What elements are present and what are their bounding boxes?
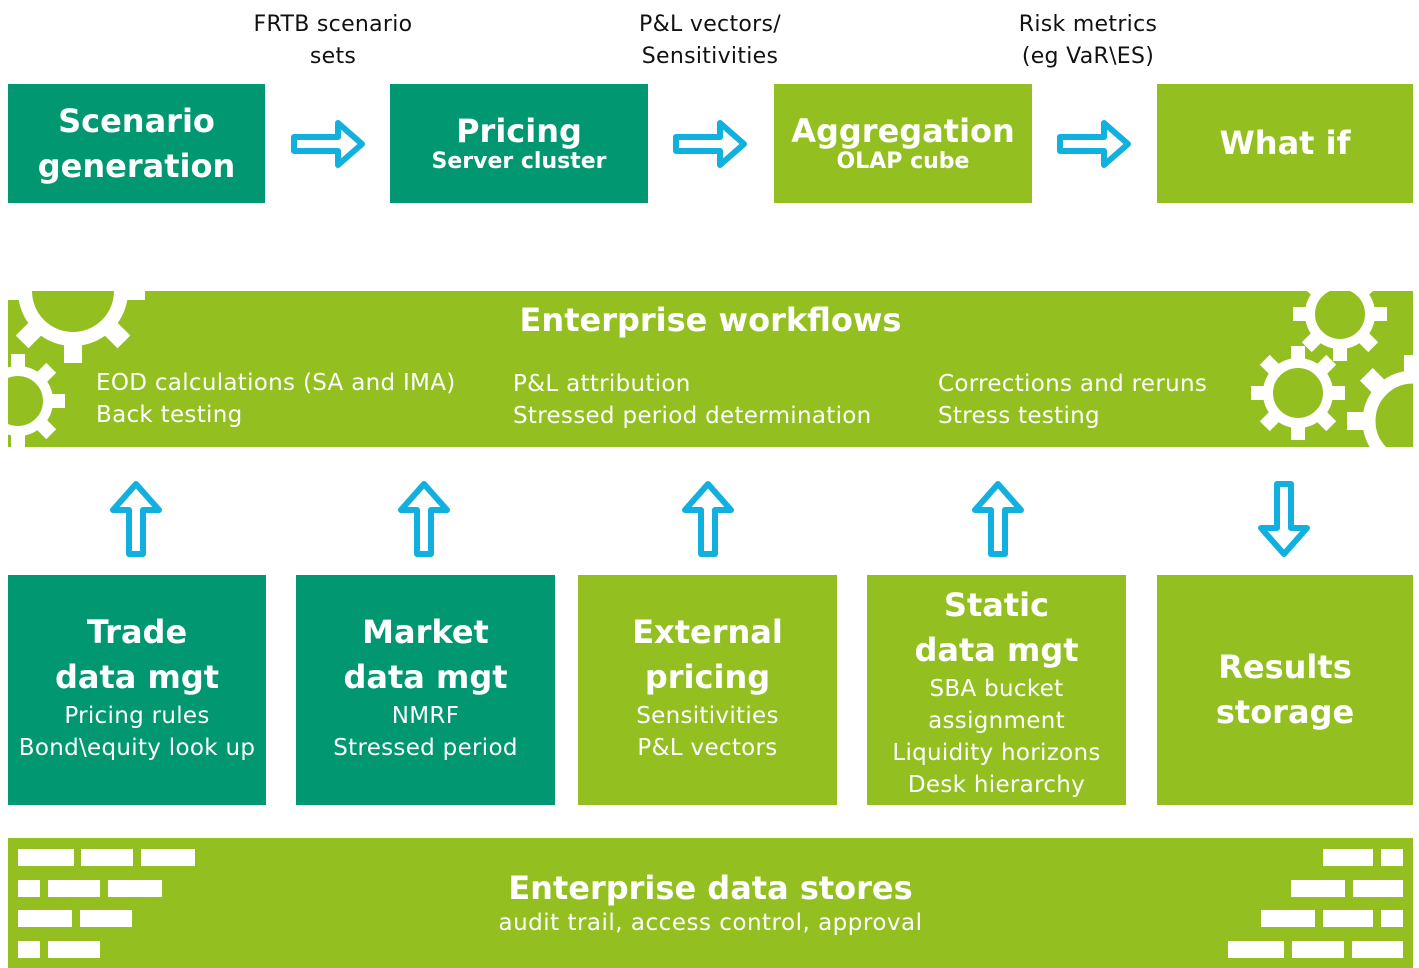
- brick-pattern: [1381, 849, 1403, 866]
- brick-pattern: [48, 941, 100, 958]
- brick-pattern: [1381, 910, 1403, 927]
- box-detail: Desk hierarchy: [907, 772, 1086, 798]
- brick-pattern: [1292, 941, 1344, 958]
- datastores-subtitle: audit trail, access control, approval: [498, 910, 923, 936]
- box-detail: SBA bucket: [929, 676, 1064, 702]
- box-subtitle: OLAP cube: [836, 148, 970, 174]
- workflow-item: Corrections and reruns: [938, 371, 1208, 397]
- box-title: storage: [1215, 693, 1355, 731]
- brick-pattern: [1291, 880, 1345, 897]
- box-detail: Pricing rules: [64, 703, 210, 729]
- enterprise-data-stores-band: Enterprise data stores audit trail, acce…: [8, 838, 1413, 968]
- results-storage-box: Results storage: [1157, 575, 1413, 805]
- brick-pattern: [1228, 941, 1284, 958]
- box-title: Scenario: [58, 101, 215, 140]
- workflow-item: P&L attribution: [513, 371, 691, 397]
- caption-line: FRTB scenario: [253, 12, 413, 37]
- brick-pattern: [141, 849, 195, 866]
- brick-pattern: [80, 910, 132, 927]
- brick-pattern: [18, 880, 40, 897]
- box-subtitle: Server cluster: [431, 148, 607, 174]
- brick-pattern: [18, 941, 40, 958]
- workflow-item: EOD calculations (SA and IMA): [96, 370, 456, 396]
- gear-icon: [8, 291, 145, 363]
- brick-pattern: [18, 910, 72, 927]
- box-detail: assignment: [928, 708, 1065, 734]
- arrow-down-icon: [1258, 481, 1310, 557]
- datastores-title: Enterprise data stores: [508, 869, 913, 907]
- box-detail: Bond\equity look up: [18, 735, 256, 761]
- box-title: data mgt: [54, 658, 220, 696]
- workflows-column-3: Corrections and reruns Stress testing: [938, 368, 1207, 432]
- box-title: data mgt: [343, 658, 508, 696]
- workflows-title: Enterprise workflows: [519, 301, 902, 339]
- box-detail: Sensitivities: [636, 703, 779, 729]
- box-title: Static: [943, 586, 1050, 624]
- caption-line: Risk metrics: [1018, 12, 1158, 37]
- what-if-box: What if: [1157, 84, 1413, 203]
- caption-line: P&L vectors/: [639, 12, 781, 37]
- box-detail: P&L vectors: [637, 735, 778, 761]
- gear-icon: [8, 354, 65, 447]
- box-title: Aggregation: [791, 111, 1015, 150]
- caption-line: sets: [309, 44, 357, 69]
- trade-data-mgt-box: Trade data mgt Pricing rules Bond\equity…: [8, 575, 266, 805]
- static-data-mgt-box: Static data mgt SBA bucket assignment Li…: [867, 575, 1126, 805]
- arrow-up-icon: [110, 481, 162, 557]
- scenario-generation-box: Scenario generation: [8, 84, 265, 203]
- pricing-box: Pricing Server cluster: [390, 84, 648, 203]
- caption-pl-vectors: P&L vectors/ Sensitivities: [610, 9, 810, 73]
- market-data-mgt-box: Market data mgt NMRF Stressed period: [296, 575, 555, 805]
- gear-icon: [1293, 291, 1387, 361]
- arrow-up-icon: [972, 481, 1024, 557]
- brick-pattern: [81, 849, 133, 866]
- workflow-item: Stress testing: [938, 403, 1100, 429]
- arrow-right-icon: [673, 120, 747, 168]
- box-title: generation: [37, 146, 236, 185]
- box-title: Trade: [86, 613, 188, 651]
- box-title: External: [632, 613, 783, 651]
- brick-pattern: [1261, 910, 1315, 927]
- workflow-item: Back testing: [96, 402, 243, 428]
- caption-line: (eg VaR\ES): [1021, 44, 1155, 69]
- brick-pattern: [108, 880, 162, 897]
- brick-pattern: [48, 880, 100, 897]
- box-title: What if: [1219, 124, 1351, 162]
- aggregation-box: Aggregation OLAP cube: [774, 84, 1032, 203]
- gear-icon: [1347, 355, 1413, 447]
- external-pricing-box: External pricing Sensitivities P&L vecto…: [578, 575, 837, 805]
- arrow-up-icon: [398, 481, 450, 557]
- brick-pattern: [1323, 910, 1373, 927]
- workflow-item: Stressed period determination: [513, 403, 872, 429]
- arrow-right-icon: [291, 120, 365, 168]
- box-title: pricing: [644, 658, 771, 696]
- box-title: Pricing: [456, 111, 582, 150]
- arrow-up-icon: [682, 481, 734, 557]
- gear-icon: [1251, 346, 1345, 440]
- box-detail: NMRF: [391, 703, 460, 729]
- workflows-column-2: P&L attribution Stressed period determin…: [513, 368, 872, 432]
- box-detail: Liquidity horizons: [892, 740, 1101, 766]
- enterprise-workflows-band: Enterprise workflows EOD calculations (S…: [8, 291, 1413, 447]
- workflows-column-1: EOD calculations (SA and IMA) Back testi…: [96, 367, 456, 431]
- brick-pattern: [18, 849, 74, 866]
- box-title: Results: [1218, 648, 1352, 686]
- box-title: data mgt: [914, 631, 1079, 669]
- brick-pattern: [1323, 849, 1373, 866]
- brick-pattern: [1353, 880, 1403, 897]
- arrow-right-icon: [1057, 120, 1131, 168]
- brick-pattern: [1352, 941, 1403, 958]
- box-detail: Stressed period: [333, 735, 518, 761]
- caption-line: Sensitivities: [641, 44, 779, 69]
- box-title: Market: [362, 613, 489, 651]
- caption-risk-metrics: Risk metrics (eg VaR\ES): [988, 9, 1188, 73]
- caption-scenario-sets: FRTB scenario sets: [233, 9, 433, 73]
